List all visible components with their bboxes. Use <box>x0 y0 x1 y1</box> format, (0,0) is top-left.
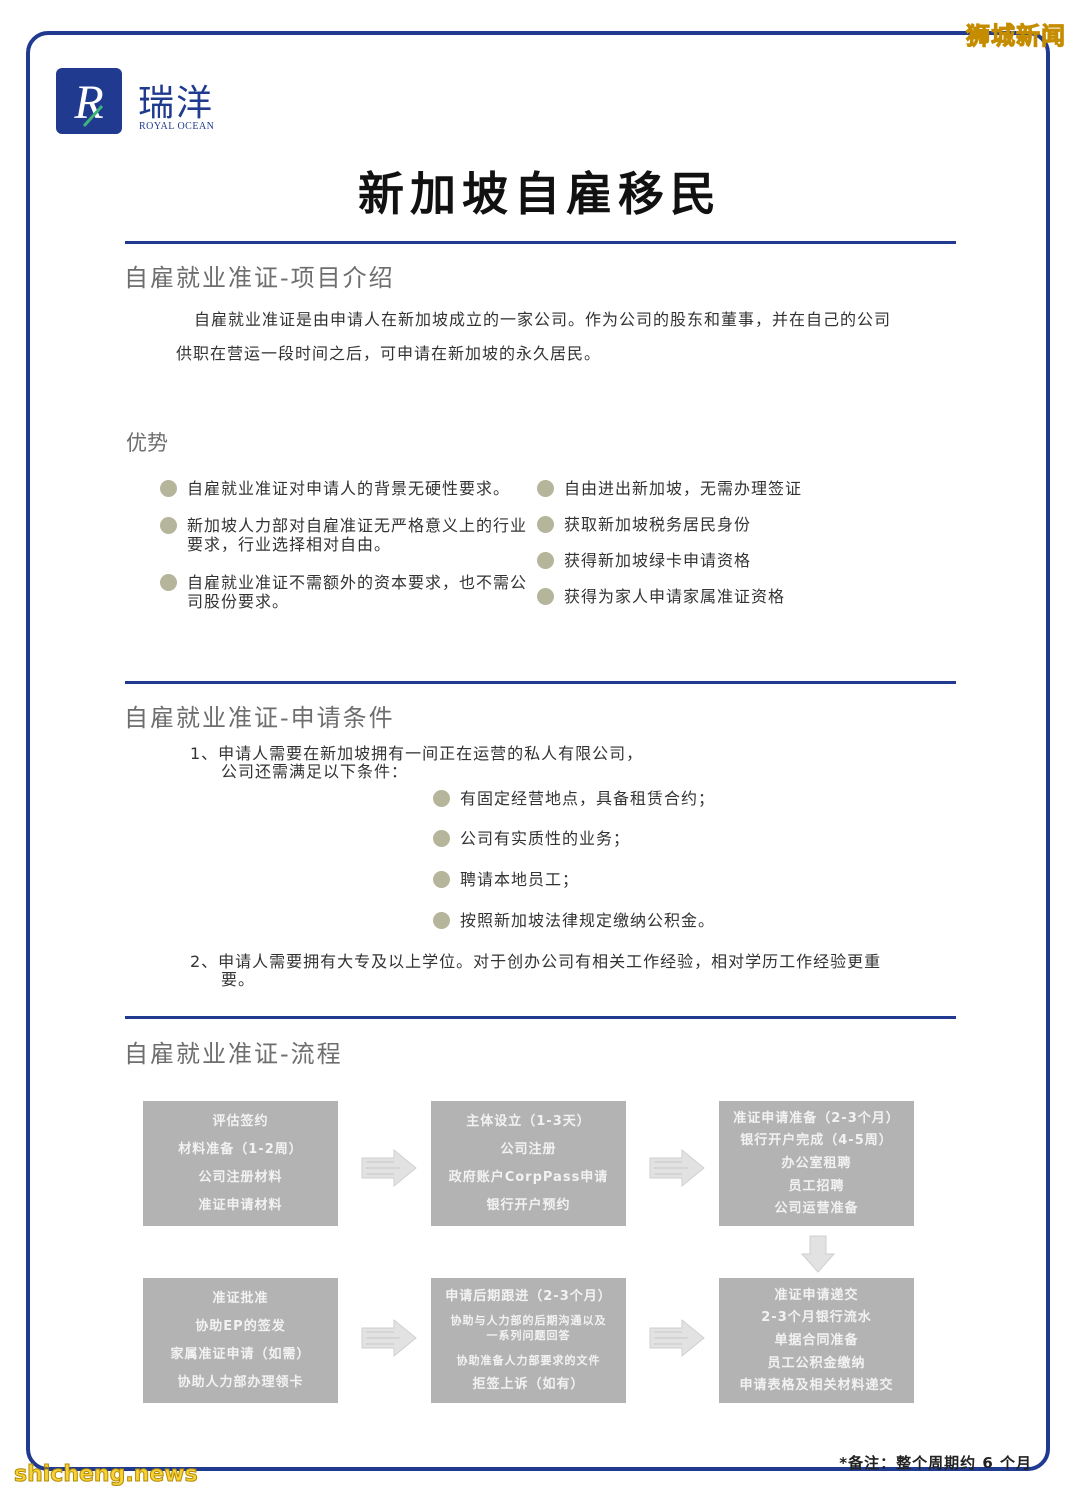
advantage-right-1: 自由进出新加坡，无需办理签证 <box>537 479 917 498</box>
arrow-down-icon <box>800 1235 836 1273</box>
advantage-right-3: 获得新加坡绿卡申请资格 <box>537 551 917 570</box>
arrow-right-icon <box>361 1318 417 1358</box>
section-title-process: 自雇就业准证-流程 <box>124 1040 343 1068</box>
footnote: *备注：整个周期约 6 个月 <box>839 1454 1032 1472</box>
process-line: 申请表格及相关材料递交 <box>739 1378 894 1394</box>
logo-name: 瑞洋 <box>138 83 215 124</box>
process-line: 员工招聘 <box>788 1178 845 1194</box>
advantage-text: 自由进出新加坡，无需办理签证 <box>564 479 803 498</box>
intro-line-1: 自雇就业准证是由申请人在新加坡成立的一家公司。作为公司的股东和董事，并在自己的公… <box>194 310 892 329</box>
arrow-right-icon <box>361 1148 417 1188</box>
process-line: 公司注册材料 <box>198 1170 283 1186</box>
page-frame <box>26 31 1050 1471</box>
condition-sub-text: 公司有实质性的业务； <box>460 829 631 848</box>
watermark-bottom: shicheng.news <box>14 1462 199 1488</box>
process-step-5: 申请后期跟进（2-3个月） 协助与人力部的后期沟通以及一系列问题回答 协助准备人… <box>431 1278 626 1403</box>
process-line: 申请后期跟进（2-3个月） <box>445 1288 612 1304</box>
process-line: 材料准备（1-2周） <box>178 1141 303 1157</box>
advantage-text: 获得为家人申请家属准证资格 <box>564 587 786 606</box>
intro-line-2: 供职在营运一段时间之后，可申请在新加坡的永久居民。 <box>176 344 602 363</box>
condition-2-line-2: 要。 <box>221 970 256 989</box>
process-line: 公司注册 <box>500 1141 557 1157</box>
advantage-text: 自雇就业准证不需额外的资本要求，也不需公司股份要求。 <box>187 573 528 611</box>
process-step-4: 准证申请递交 2-3个月银行流水 单据合同准备 员工公积金缴纳 申请表格及相关材… <box>719 1278 914 1403</box>
process-step-6: 准证批准 协助EP的签发 家属准证申请（如需） 协助人力部办理领卡 <box>143 1278 338 1403</box>
process-line: 准证申请材料 <box>198 1198 283 1214</box>
arrow-right-icon <box>649 1318 705 1358</box>
process-line: 员工公积金缴纳 <box>767 1355 866 1371</box>
bullet-icon <box>537 516 554 533</box>
bullet-icon <box>537 480 554 497</box>
page-title: 新加坡自雇移民 <box>358 167 722 221</box>
process-line: 准证申请准备（2-3个月） <box>733 1110 900 1126</box>
process-step-3: 准证申请准备（2-3个月） 银行开户完成（4-5周） 办公室租聘 员工招聘 公司… <box>719 1101 914 1226</box>
bullet-icon <box>160 574 177 591</box>
process-line: 家属准证申请（如需） <box>170 1347 311 1363</box>
section-divider <box>125 1016 956 1019</box>
bullet-icon <box>160 480 177 497</box>
process-line: 准证申请递交 <box>774 1287 859 1303</box>
section-divider <box>125 681 956 684</box>
condition-sub-2: 公司有实质性的业务； <box>433 829 833 848</box>
section-title-conditions: 自雇就业准证-申请条件 <box>124 704 395 732</box>
process-line: 单据合同准备 <box>774 1332 859 1348</box>
condition-sub-text: 聘请本地员工； <box>460 870 580 889</box>
bullet-icon <box>433 830 450 847</box>
condition-1-line-1: 1、申请人需要在新加坡拥有一间正在运营的私人有限公司， <box>190 744 644 763</box>
process-step-1: 评估签约 材料准备（1-2周） 公司注册材料 准证申请材料 <box>143 1101 338 1226</box>
condition-sub-3: 聘请本地员工； <box>433 870 833 889</box>
process-line: 协助人力部办理领卡 <box>177 1375 304 1391</box>
process-line: 准证批准 <box>212 1290 269 1306</box>
process-line: 公司运营准备 <box>774 1201 859 1217</box>
bullet-icon <box>433 871 450 888</box>
condition-sub-4: 按照新加坡法律规定缴纳公积金。 <box>433 911 833 930</box>
advantage-right-4: 获得为家人申请家属准证资格 <box>537 587 917 606</box>
section-divider <box>125 241 956 244</box>
advantage-text: 获得新加坡绿卡申请资格 <box>564 551 752 570</box>
bullet-icon <box>537 588 554 605</box>
process-line: 主体设立（1-3天） <box>466 1113 591 1129</box>
process-line: 银行开户预约 <box>486 1198 571 1214</box>
condition-2-line-1: 2、申请人需要拥有大专及以上学位。对于创办公司有相关工作经验，相对学历工作经验更… <box>190 952 882 971</box>
condition-1-line-2: 公司还需满足以下条件： <box>221 762 409 781</box>
bullet-icon <box>160 517 177 534</box>
process-line: 评估签约 <box>212 1113 269 1129</box>
advantage-left-3: 自雇就业准证不需额外的资本要求，也不需公司股份要求。 <box>160 573 530 611</box>
process-line: 银行开户完成（4-5周） <box>740 1133 893 1149</box>
bullet-icon <box>433 912 450 929</box>
process-line: 2-3个月银行流水 <box>761 1310 872 1326</box>
advantage-text: 新加坡人力部对自雇准证无严格意义上的行业要求，行业选择相对自由。 <box>187 516 528 554</box>
advantage-left-1: 自雇就业准证对申请人的背景无硬性要求。 <box>160 479 530 498</box>
process-line: 政府账户CorpPass申请 <box>448 1170 609 1186</box>
process-line: 拒签上诉（如有） <box>472 1377 585 1393</box>
process-line: 办公室租聘 <box>781 1155 852 1171</box>
process-line: 协助EP的签发 <box>195 1318 286 1334</box>
section-title-intro: 自雇就业准证-项目介绍 <box>124 264 395 292</box>
process-line: 协助与人力部的后期沟通以及一系列问题回答 <box>450 1314 607 1343</box>
advantages-title: 优势 <box>126 431 168 455</box>
advantage-left-2: 新加坡人力部对自雇准证无严格意义上的行业要求，行业选择相对自由。 <box>160 516 530 554</box>
advantage-text: 自雇就业准证对申请人的背景无硬性要求。 <box>187 479 511 498</box>
arrow-right-icon <box>649 1148 705 1188</box>
watermark-top: 狮城新闻 <box>966 22 1066 51</box>
advantage-text: 获取新加坡税务居民身份 <box>564 515 752 534</box>
condition-sub-1: 有固定经营地点，具备租赁合约； <box>433 789 833 808</box>
advantage-right-2: 获取新加坡税务居民身份 <box>537 515 917 534</box>
bullet-icon <box>433 790 450 807</box>
logo-icon: R <box>56 68 122 134</box>
process-step-2: 主体设立（1-3天） 公司注册 政府账户CorpPass申请 银行开户预约 <box>431 1101 626 1226</box>
logo-subtitle: ROYAL OCEAN <box>139 121 215 132</box>
process-line: 协助准备人力部要求的文件 <box>456 1353 601 1367</box>
condition-sub-text: 有固定经营地点，具备租赁合约； <box>460 789 716 808</box>
bullet-icon <box>537 552 554 569</box>
condition-sub-text: 按照新加坡法律规定缴纳公积金。 <box>460 911 716 930</box>
